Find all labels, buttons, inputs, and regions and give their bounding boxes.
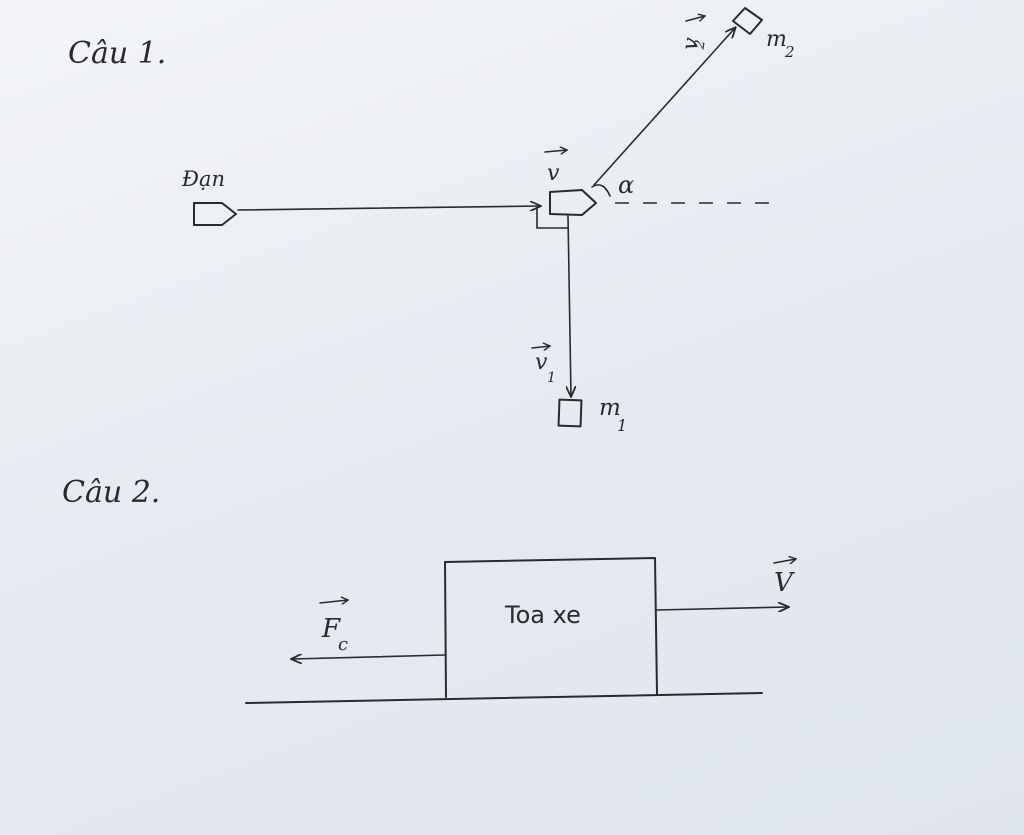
railway-car-box	[444, 557, 658, 698]
fc-vector-arrow	[319, 600, 348, 603]
car-v-vector-arrow	[773, 559, 796, 563]
car-velocity-arrow	[656, 607, 788, 610]
v-vector-arrow	[544, 150, 567, 152]
q2-heading: Câu 2.	[62, 475, 160, 510]
v1-trajectory-line	[568, 215, 571, 396]
v2-trajectory-line	[593, 28, 735, 186]
q1-heading: Câu 1.	[68, 36, 166, 71]
v1-subscript: 1	[547, 370, 556, 386]
fc-label: F	[321, 614, 341, 644]
bullet-trajectory-line	[237, 206, 540, 210]
bullet-shape	[193, 202, 237, 226]
v-label: v	[547, 161, 560, 186]
fragment-m2-box	[732, 7, 763, 35]
resistance-force-arrow	[292, 655, 446, 659]
m2-label: m	[766, 27, 787, 52]
v2-subscript: 2	[691, 39, 708, 52]
railway-car-label: Toa xe	[504, 601, 581, 629]
m2-subscript: 2	[784, 43, 795, 61]
alpha-label: α	[618, 171, 634, 199]
v2-label: v	[678, 35, 705, 52]
car-velocity-label: V	[774, 568, 795, 598]
m1-label: m	[599, 395, 621, 421]
v2-vector-arrow	[685, 16, 705, 22]
fc-subscript: c	[338, 634, 348, 655]
fragment-m1-box	[557, 398, 583, 428]
bullet-label: Đạn	[181, 167, 225, 191]
bullet-at-impact	[549, 189, 597, 216]
v1-label: v	[535, 350, 548, 375]
v1-vector-arrow	[531, 346, 550, 348]
ground-line	[245, 692, 763, 704]
m1-subscript: 1	[617, 416, 627, 435]
angle-arc	[591, 184, 611, 197]
right-angle-mark	[536, 207, 569, 229]
